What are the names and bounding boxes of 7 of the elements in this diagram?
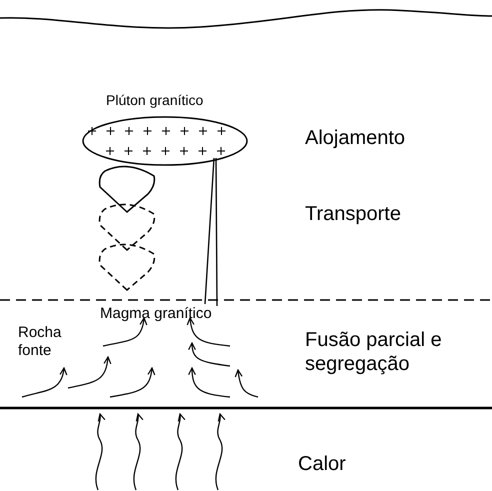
stage-label: Transporte bbox=[305, 202, 401, 226]
heat-label: Calor bbox=[298, 452, 346, 476]
magma-label: Magma granítico bbox=[100, 305, 212, 323]
rock-label: Rocha fonte bbox=[18, 324, 62, 360]
stage-label: Fusão parcial e segregação bbox=[305, 328, 443, 376]
stage-label: Alojamento bbox=[305, 126, 406, 150]
pluton-label: Plúton granítico bbox=[106, 92, 204, 109]
